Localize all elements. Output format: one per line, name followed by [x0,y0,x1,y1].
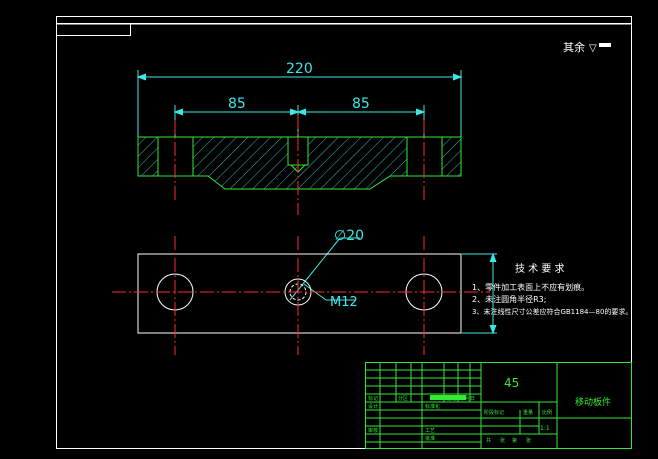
part-name-value: 移动板件 [575,396,611,408]
svg-text:分区: 分区 [398,395,408,402]
svg-text:比例: 比例 [542,409,552,416]
code-box [56,23,131,36]
svg-text:重量: 重量 [523,409,533,416]
plan-view [137,253,462,334]
section-hatch [138,137,461,189]
svg-text:批准: 批准 [425,435,435,442]
svg-text:工艺: 工艺 [425,428,435,434]
svg-text:签名: 签名 [447,395,457,402]
sheet-border [56,16,632,449]
svg-text:审核: 审核 [368,427,378,434]
plate-outline [137,253,462,334]
surface-finish-symbol: ▽ [589,43,597,54]
surface-finish-note: 其余 ▽ [563,40,611,54]
svg-text:张: 张 [526,437,531,444]
material-value: 45 [504,376,519,390]
scale-value: 1:1 [540,425,550,432]
section-view [137,136,462,190]
svg-text:第: 第 [512,437,517,444]
dim-right-half: 85 [352,96,370,112]
dim-overall-width: 220 [286,61,313,77]
svg-text:张: 张 [500,437,505,444]
tech-req-title: 技 术 要 求 [515,262,565,275]
svg-text:共: 共 [486,437,491,444]
svg-text:年月日: 年月日 [460,395,475,402]
dim-left-half: 85 [228,96,246,112]
title-block-labels: 标记 分区 设计 标准化 审核 工艺 批准 签名 年月日 阶段标记 重量 比例 … [368,395,552,444]
section-outline [137,136,462,190]
title-block [365,362,632,449]
svg-text:标记: 标记 [368,395,378,402]
svg-text:设计: 设计 [368,403,378,410]
dimension-lines [136,70,497,335]
inner-frame-top [56,23,632,25]
finish-mark [599,43,611,47]
surface-finish-label: 其余 [563,40,585,54]
tech-req-item-3: 3、未注线性尺寸公差应符合GB1184—80的要求。 [472,307,632,316]
title-block-fill [430,395,466,400]
svg-text:标准化: 标准化 [425,403,440,410]
svg-text:阶段标记: 阶段标记 [484,409,504,416]
center-lines [112,115,490,355]
tech-req-item-1: 1、零件加工表面上不应有划痕。 [472,282,589,292]
tech-req-item-2: 2、未注圆角半径R3; [472,294,546,304]
outer-frame [56,16,632,449]
technical-requirements: 技 术 要 求 1、零件加工表面上不应有划痕。 2、未注圆角半径R3; 3、未注… [472,262,632,316]
dim-hole-diameter: ∅20 [334,228,364,244]
dim-thread: M12 [330,295,358,310]
